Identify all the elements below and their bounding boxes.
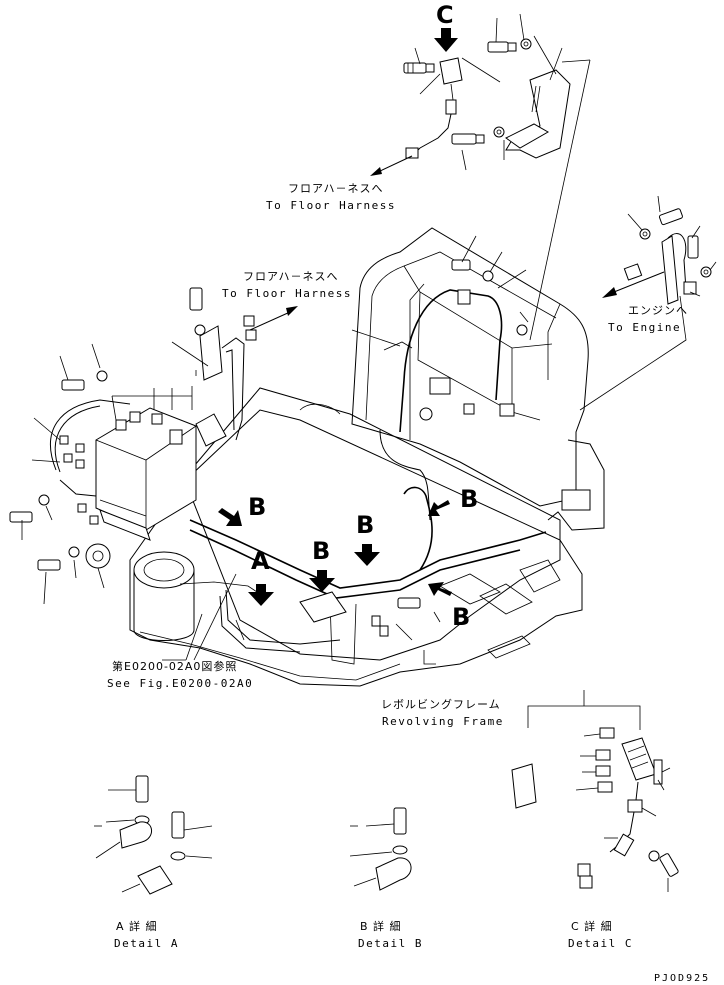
callout-arrow-b [428,500,450,516]
callout-b-label: B [248,493,267,521]
callout-b-label: B [460,485,479,513]
clamp [375,857,412,891]
washer [648,850,660,862]
bolt [9,511,33,523]
washer [194,324,206,336]
revolving-frame-label-en: Revolving Frame [382,715,504,728]
cab-rear-panel [351,227,589,507]
callout-arrow-c [434,28,458,52]
washer [493,126,505,138]
bolt [61,379,85,391]
washer [96,370,108,382]
detail-b-label-jp: B 詳 細 [360,920,402,933]
washer [38,494,50,506]
callout-b-label: B [312,537,331,565]
detail-c-label-en: Detail C [568,937,633,950]
engine-label-jp: エンジンへ [628,304,688,317]
callout-arrow-b [354,544,380,566]
engine-bracket-assembly [579,195,717,411]
washer [516,324,528,336]
bolt [451,259,471,271]
clamp [661,233,687,305]
callout-c-label: C [436,1,454,29]
bolt [687,235,699,259]
callout-b-label: B [356,511,375,539]
bolt [659,853,679,877]
battery-box [95,407,197,541]
see-fig-label-jp: 第E0200-02A0図参照 [112,660,238,673]
callout-arrow-b [218,508,242,526]
washer [520,38,532,50]
callout-b-label: B [452,603,471,631]
detail-c-drawing [511,690,679,892]
floor-harness-arrow [249,306,298,331]
bolt [393,807,407,835]
swing-cylinder [133,551,195,641]
detail-a-label-en: Detail A [114,937,179,950]
connector [429,377,451,395]
bolt [135,775,149,803]
bolt [37,559,61,571]
bolt [658,208,683,226]
drawing-code: PJOD925 [654,973,711,984]
detail-a-drawing [95,775,213,895]
bolt [451,133,485,145]
detail-b-label-en: Detail B [358,937,423,950]
detail-c-label-jp: C 詳 細 [571,920,613,933]
connector [457,289,471,305]
washer [170,851,186,861]
washer [68,546,80,558]
callout-arrow-a [248,584,274,606]
callout-a-label: A [251,547,270,575]
bolt [189,287,203,311]
nut [683,281,697,295]
clamp [419,407,433,421]
see-fig-label-en: See Fig.E0200-02A0 [107,677,254,690]
clamp [119,821,152,849]
bolt [171,811,185,839]
callout-arrow-b [428,582,452,596]
bolt [403,62,435,74]
bolt [397,597,421,609]
floor-harness-label-en: To Floor Harness [266,199,396,212]
revolving-frame [129,409,583,687]
connector [463,403,475,415]
floor-harness-label-jp: フロアハ－ネスへ [288,182,384,195]
connector [499,403,515,417]
detail-b-drawing [349,807,412,891]
revolving-frame-label-jp: レボルビングフレーム [381,698,501,711]
floor-harness-label-en: To Floor Harness [222,287,352,300]
engine-label-en: To Engine [608,321,682,334]
detail-a-label-jp: A 詳 細 [116,920,158,933]
floor-harness-label-jp: フロアハ－ネスへ [243,270,339,283]
nut [623,263,643,281]
horn [85,543,111,569]
callout-arrow-b [309,570,335,592]
main-assembly [9,227,605,687]
washer [700,266,712,278]
washer [392,845,408,855]
connector [405,57,463,159]
relay-bracket [505,69,571,159]
top-relay-bracket-assembly [370,13,591,341]
bolt [487,41,517,53]
washer [482,270,494,282]
washer [639,228,651,240]
